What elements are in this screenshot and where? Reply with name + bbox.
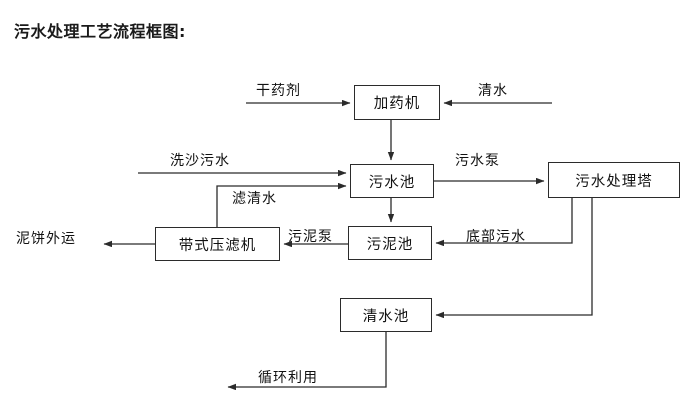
node-label: 带式压滤机 xyxy=(178,237,257,254)
node-label: 污泥池 xyxy=(366,236,414,253)
edge-clear-water-pool-to-recycle xyxy=(227,332,387,391)
edge-label-sand-wash-water: 洗沙污水 xyxy=(170,153,230,169)
node-clear-water-pool[interactable]: 清水池 xyxy=(340,298,432,332)
node-label: 污水池 xyxy=(368,174,416,191)
page-title: 污水处理工艺流程框图: xyxy=(14,22,186,41)
edge-label-recycle-use: 循环利用 xyxy=(258,370,318,386)
edge-label-dry-chemical: 干药剂 xyxy=(256,83,301,99)
node-label: 清水池 xyxy=(362,308,410,325)
node-dosing-machine[interactable]: 加药机 xyxy=(354,85,440,120)
node-belt-filter-press[interactable]: 带式压滤机 xyxy=(155,227,280,261)
edge-bottom-sewage-to-sludge-pool xyxy=(435,198,573,247)
node-label: 污水处理塔 xyxy=(575,173,653,190)
edge-label-sludge-pump: 污泥泵 xyxy=(288,229,333,245)
edge-label-bottom-sewage: 底部污水 xyxy=(466,229,526,245)
edge-label-filtered-water: 滤清水 xyxy=(232,191,277,207)
terminal-label-mud-cake-out: 泥饼外运 xyxy=(16,231,76,247)
edge-label-clean-water: 清水 xyxy=(478,83,508,99)
node-label: 加药机 xyxy=(373,96,421,112)
node-sewage-pool[interactable]: 污水池 xyxy=(350,164,434,198)
node-sludge-pool[interactable]: 污泥池 xyxy=(348,226,432,260)
edge-treatment-tower-to-clear-water-pool xyxy=(435,198,593,319)
edge-label-sewage-pump: 污水泵 xyxy=(455,153,500,169)
edge-filtered-water-to-sewage-pool xyxy=(216,182,347,227)
node-treatment-tower[interactable]: 污水处理塔 xyxy=(548,162,680,198)
